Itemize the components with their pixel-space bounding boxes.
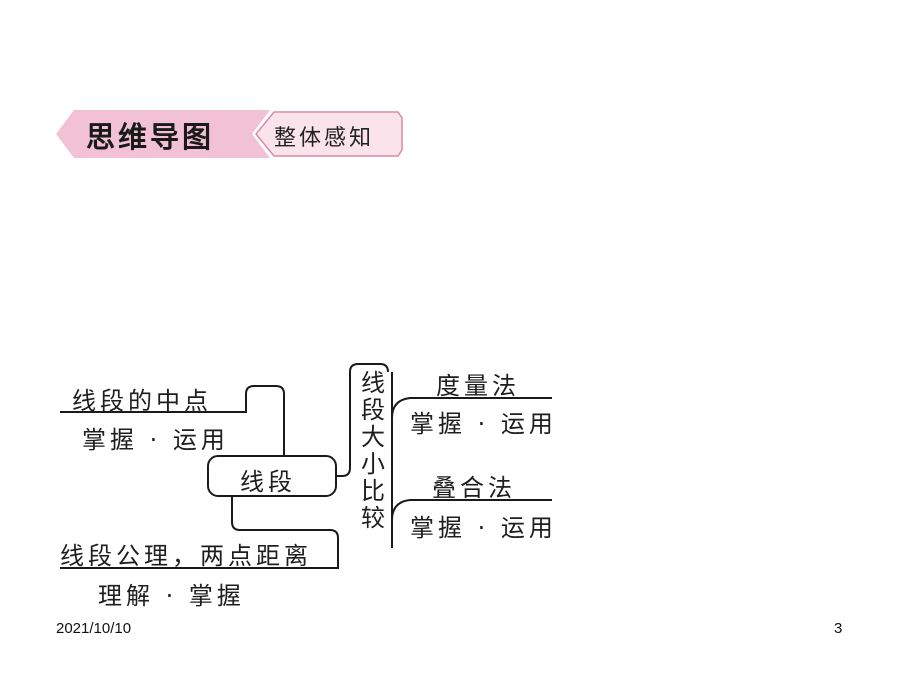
connector-left-top (60, 385, 285, 456)
method-measure-label: 度量法 (436, 372, 520, 400)
connector-left-bottom (60, 496, 339, 569)
branch-bottom (391, 499, 552, 521)
banner-title: 思维导图 (86, 120, 215, 154)
banner-subtitle: 整体感知 (274, 126, 375, 151)
left-top-sub: 掌握 · 运用 (82, 426, 229, 454)
branch-top (391, 397, 552, 419)
left-top-label: 线段的中点 (72, 387, 212, 415)
banner-background (56, 110, 403, 158)
method-overlap-label: 叠合法 (432, 474, 516, 502)
method-overlap-sub: 掌握 · 运用 (410, 514, 557, 542)
page-number: 3 (834, 620, 843, 637)
compare-char: 较 (361, 504, 385, 532)
connector-center-compare (336, 363, 389, 477)
left-bottom-sub: 理解 · 掌握 (98, 582, 245, 610)
compare-char: 小 (361, 450, 385, 478)
compare-char: 线 (361, 369, 385, 397)
footer-date: 2021/10/10 (56, 620, 132, 637)
center-node-label: 线段 (240, 468, 296, 496)
compare-char: 比 (361, 477, 385, 505)
compare-char: 大 (361, 423, 385, 451)
compare-label: 线 段 大 小 比 较 (358, 370, 388, 532)
compare-char: 段 (361, 396, 385, 424)
method-measure-sub: 掌握 · 运用 (410, 410, 557, 438)
section-banner: 思维导图 整体感知 (56, 108, 406, 160)
left-bottom-label: 线段公理，两点距离 (60, 542, 312, 570)
